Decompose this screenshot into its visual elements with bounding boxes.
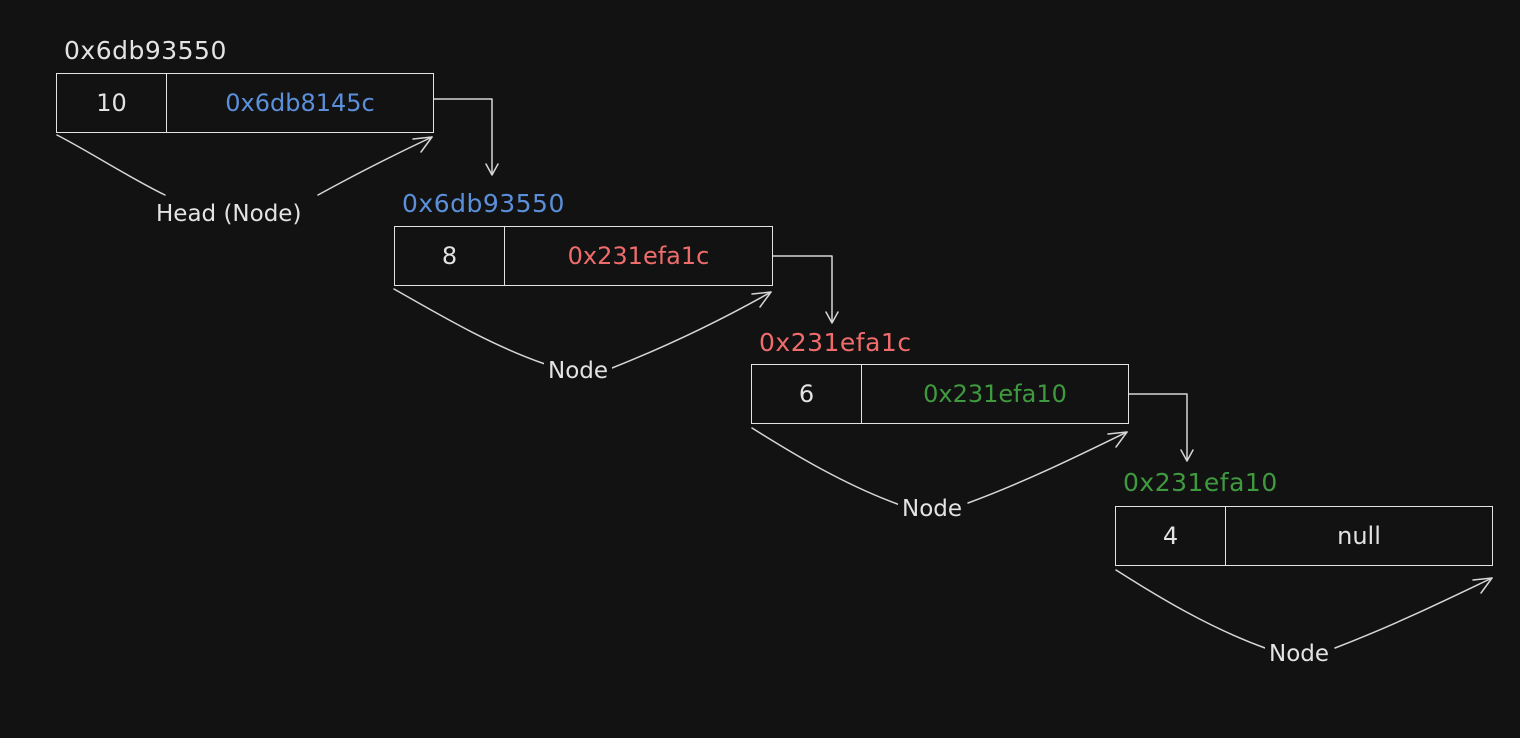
- pointer-arrow-2: [772, 255, 833, 323]
- pointer-arrow-2-head: [825, 311, 839, 324]
- node-brace-4: [1115, 569, 1266, 649]
- node-box: 6 0x231efa10: [751, 364, 1129, 424]
- node-brace-1-head: [412, 136, 433, 153]
- node-address: 0x6db93550: [64, 36, 227, 65]
- node-next-pointer-cell: 0x231efa10: [923, 380, 1067, 408]
- node-next-pointer-cell: 0x6db8145c: [225, 89, 375, 117]
- pointer-arrow-1: [433, 98, 493, 175]
- pointer-arrow-1-head: [485, 163, 499, 176]
- node-brace-2-head: [751, 291, 772, 308]
- node-next-pointer-cell: 0x231efa1c: [567, 242, 710, 270]
- node-address: 0x231efa10: [1123, 468, 1278, 497]
- node-brace-2: [393, 288, 546, 365]
- node-brace-4-head: [1472, 577, 1493, 594]
- node-box: 4 null: [1115, 506, 1493, 566]
- node-box: 8 0x231efa1c: [394, 226, 773, 286]
- pointer-arrow-3-head: [1180, 449, 1194, 462]
- node-value-cell: 8: [395, 227, 505, 285]
- node-brace-2-right: [611, 291, 772, 369]
- node-address: 0x231efa1c: [759, 328, 912, 357]
- node-brace-3: [751, 427, 901, 506]
- node-brace-3-right: [967, 431, 1128, 504]
- node-brace-3-head: [1107, 431, 1128, 448]
- node-brace-1: [56, 134, 166, 196]
- node-label: Node: [1265, 640, 1334, 668]
- node-box: 10 0x6db8145c: [56, 73, 434, 133]
- node-label: Node: [544, 357, 613, 385]
- node-brace-1-right: [317, 136, 433, 196]
- node-next-pointer-cell: null: [1337, 522, 1381, 550]
- node-label: Node: [898, 495, 967, 523]
- node-value-cell: 10: [57, 74, 167, 132]
- node-value-cell: 4: [1116, 507, 1226, 565]
- node-brace-4-right: [1334, 577, 1493, 649]
- node-address: 0x6db93550: [402, 189, 565, 218]
- node-label: Head (Node): [152, 200, 306, 228]
- pointer-arrow-3: [1128, 393, 1188, 461]
- node-value-cell: 6: [752, 365, 862, 423]
